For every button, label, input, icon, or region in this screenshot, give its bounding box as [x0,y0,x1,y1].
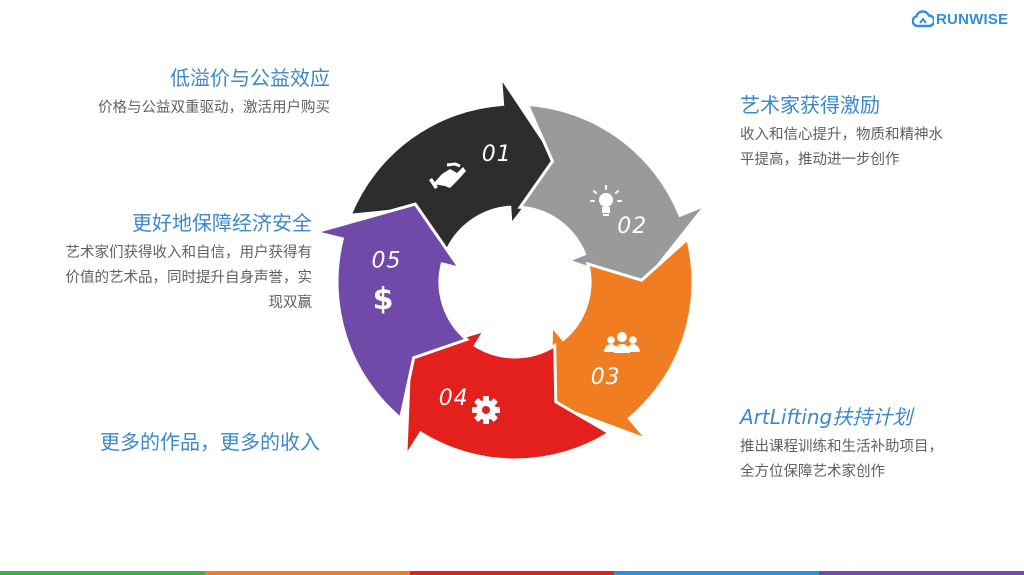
step-05-text: 更好地保障经济安全 艺术家们获得收入和自信，用户获得有价值的艺术品，同时提升自身… [60,211,313,316]
dollar-icon: $ [373,282,394,317]
runwise-logo: RUNWISE [912,8,1008,30]
step-02-text: 艺术家获得激励 收入和信心提升，物质和精神水平提高，推动进一步创作 [740,93,970,173]
step-01-title: 低溢价与公益效应 [170,66,330,90]
svg-text:$: $ [373,282,394,317]
step-number-02: 02 [617,214,647,239]
bottom-bar-blue [614,571,820,575]
bottom-bar-green [0,571,205,575]
step-03-description: 推出课程训练和生活补助项目，全方位保障艺术家创作 [740,439,943,480]
step-number-01: 01 [482,142,512,167]
step-01-text: 低溢价与公益效应 价格与公益双重驱动，激活用户购买 [60,66,330,121]
gear-icon [472,396,500,424]
step-02-title: 艺术家获得激励 [740,93,880,117]
bottom-bar-red [409,571,615,575]
step-number-05: 05 [372,248,402,273]
step-number-03: 03 [591,365,621,390]
step-05-title: 更好地保障经济安全 [132,211,312,235]
lightbulb-icon [590,185,622,216]
bottom-color-bar [0,571,1024,575]
people-group-icon [604,332,640,353]
cycle-segment-04 [404,327,613,463]
cycle-segment-02 [517,102,711,289]
bottom-bar-purple [819,571,1024,575]
logo-text: RUNWISE [936,10,1009,28]
step-04-text: 更多的作品，更多的收入 [40,430,320,454]
step-05-description: 艺术家们获得收入和自信，用户获得有价值的艺术品，同时提升自身声誉，实现双赢 [65,245,313,311]
step-04-title: 更多的作品，更多的收入 [100,430,320,454]
step-03-title: ArtLifting扶持计划 [740,405,913,429]
handshake-icon [429,162,466,189]
cloud-logo-icon [912,10,934,28]
step-number-04: 04 [439,386,469,411]
step-02-description: 收入和信心提升，物质和精神水平提高，推动进一步创作 [740,127,943,168]
bottom-bar-orange [204,571,410,575]
cycle-segment-05 [309,202,470,422]
step-03-text: ArtLifting扶持计划 推出课程训练和生活补助项目，全方位保障艺术家创作 [740,405,970,485]
step-01-description: 价格与公益双重驱动，激活用户购买 [98,100,330,116]
